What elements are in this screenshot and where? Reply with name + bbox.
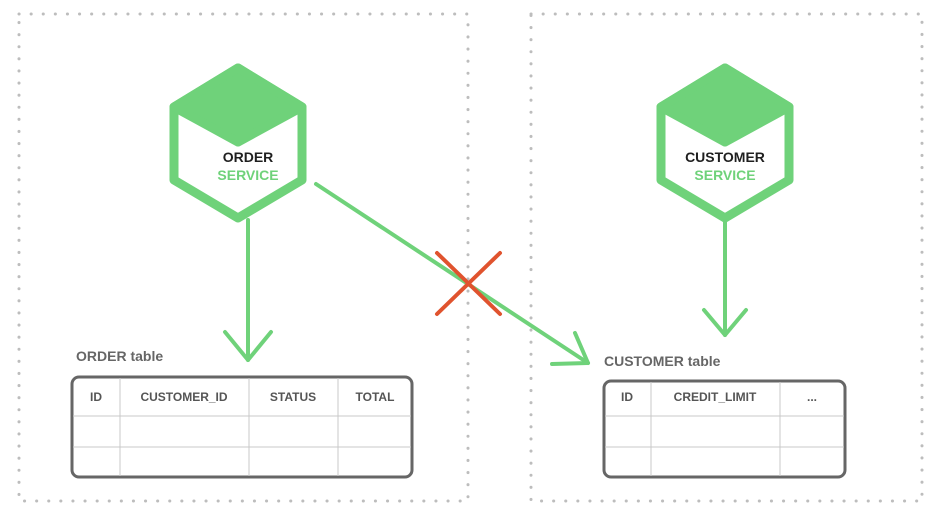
customer-table-col-id: ID [621,390,633,404]
customer-service-type: SERVICE [694,167,755,183]
customer-service-boundary [529,12,924,503]
customer-table-frame [602,379,847,479]
x-mark-icon [435,251,502,316]
order-table-label: ORDER table [76,348,163,364]
cube-top-face [656,63,794,147]
arrowhead-icon [702,308,748,337]
customer-table: ID CREDIT_LIMIT ... [602,379,847,479]
order-to-order-table-arrow [223,218,273,362]
order-table-col-total: TOTAL [356,390,395,404]
order-service-type: SERVICE [217,167,278,183]
customer-table-gridlines [605,382,844,476]
arrowhead-icon [223,330,273,362]
customer-table-col-more: ... [807,390,817,404]
order-service-boundary [17,12,470,503]
cube-top-face [169,63,307,147]
order-table-frame [70,375,414,479]
order-table-col-id: ID [90,390,102,404]
order-table-col-status: STATUS [270,390,316,404]
order-service-name: ORDER [223,149,274,165]
customer-table-label: CUSTOMER table [604,353,721,369]
order-table: ID CUSTOMER_ID STATUS TOTAL [70,375,414,479]
arrowhead-icon [550,331,590,366]
order-service-node: ORDER SERVICE [169,63,307,223]
customer-service-node: CUSTOMER SERVICE [656,63,794,223]
customer-table-col-credit-limit: CREDIT_LIMIT [674,390,757,404]
customer-service-name: CUSTOMER [685,149,765,165]
order-table-col-customer-id: CUSTOMER_ID [140,390,227,404]
customer-to-customer-table-arrow [702,218,748,337]
order-table-gridlines [73,378,411,476]
blocked-cross-service-arrow [314,182,590,366]
